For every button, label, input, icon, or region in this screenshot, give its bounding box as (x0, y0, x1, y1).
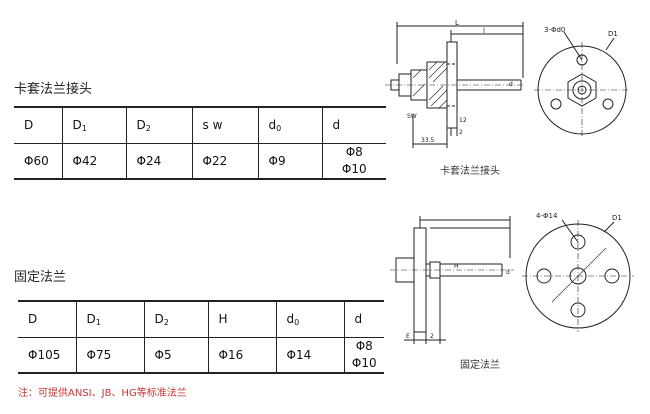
svg-text:E: E (406, 333, 410, 340)
svg-text:D1: D1 (612, 214, 622, 222)
value-H: Φ16 (207, 337, 276, 374)
value-D1: Φ75 (75, 337, 144, 374)
svg-text:l: l (483, 27, 485, 35)
value-D2: Φ5 (143, 337, 208, 374)
value-D: Φ105 (18, 337, 76, 374)
section2-front-drawing: 4-Φ14 D1 (522, 212, 634, 332)
standards-note: 注：可提供ANSI、JB、HG等标准法兰 (18, 388, 187, 399)
section2-drawing-caption: 固定法兰 (460, 360, 500, 371)
svg-text:SW: SW (407, 113, 417, 120)
value-D: Φ60 (14, 143, 62, 180)
section2-title: 固定法兰 (14, 270, 67, 285)
header-D: D (18, 300, 76, 338)
value-D1: Φ42 (61, 143, 126, 180)
header-D: D (14, 106, 62, 144)
value-d0: Φ14 (275, 337, 344, 374)
section1-spec-table: D D1 D2 s w d0 d Φ60 Φ42 Φ24 Φ22 Φ9 Φ8 Φ… (14, 106, 386, 180)
section2-side-drawing: H d E 2 (390, 216, 514, 344)
svg-text:4-Φ14: 4-Φ14 (536, 212, 558, 220)
section2-spec-table: D D1 D2 H d0 d Φ105 Φ75 Φ5 Φ16 Φ14 Φ8 Φ1… (18, 300, 384, 374)
header-sw: s w (191, 106, 258, 144)
value-d: Φ8 Φ10 (343, 337, 384, 374)
section1-drawing-caption: 卡套法兰接头 (440, 166, 500, 177)
value-D2: Φ24 (125, 143, 192, 180)
header-D1: D1 (61, 106, 126, 144)
header-d: d (321, 106, 386, 144)
value-d: Φ8 Φ10 (321, 143, 386, 180)
svg-text:L: L (455, 19, 459, 27)
svg-text:33.5: 33.5 (421, 137, 435, 144)
section1-title: 卡套法兰接头 (14, 82, 93, 97)
svg-text:d: d (506, 269, 510, 276)
header-D2: D2 (125, 106, 192, 144)
svg-text:H: H (454, 263, 459, 270)
svg-text:D1: D1 (608, 30, 618, 38)
header-d0: d0 (275, 300, 344, 338)
svg-text:2: 2 (430, 333, 434, 340)
section1-front-drawing: 3-Φd0 D1 (534, 26, 630, 138)
svg-text:3-Φd0: 3-Φd0 (544, 26, 565, 34)
value-d0: Φ9 (257, 143, 322, 180)
value-sw: Φ22 (191, 143, 258, 180)
header-D1: D1 (75, 300, 144, 338)
header-d: d (343, 300, 384, 338)
section1-side-drawing: L l d 33.5 2 12 SW (385, 19, 525, 148)
svg-text:d: d (509, 81, 513, 88)
header-H: H (207, 300, 276, 338)
svg-text:12: 12 (459, 117, 467, 124)
svg-text:2: 2 (459, 129, 463, 136)
header-d0: d0 (257, 106, 322, 144)
header-D2: D2 (143, 300, 208, 338)
